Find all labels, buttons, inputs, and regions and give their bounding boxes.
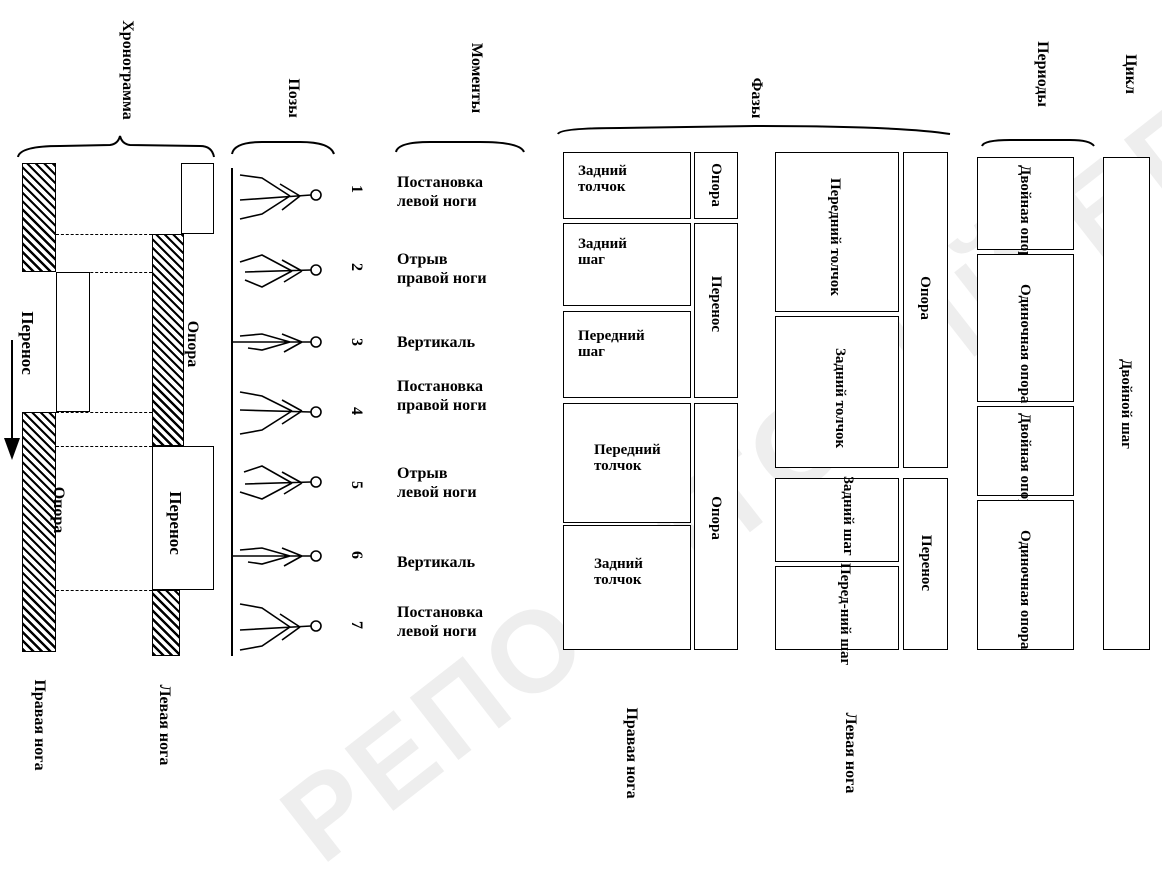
right-leg-support-2 — [22, 412, 56, 652]
phase-right-support-2 — [694, 403, 738, 650]
phase-right-support-1 — [694, 152, 738, 219]
direction-arrow — [4, 340, 20, 460]
moment-number-6: 6 — [348, 551, 365, 559]
left-leg-support — [152, 234, 184, 446]
period-double-support-1-label: Двойная опора — [1017, 165, 1033, 267]
moment-number-2: 2 — [348, 263, 365, 271]
moment-number-4: 4 — [348, 407, 365, 415]
dashed-line-2 — [56, 272, 152, 273]
gait-cycle-diagram: РЕПОЗИТОРИЙ БГУФК Хронограмма Позы Момен… — [4, 0, 1162, 886]
phase-left-rear-step-label: Задний шаг — [840, 476, 856, 556]
pose-figure-3 — [232, 333, 322, 353]
left-leg-transfer-box — [152, 446, 214, 590]
phase-left-front-push-label: Передний толчок — [827, 178, 843, 296]
phase-left-support-label: Опора — [917, 276, 933, 320]
cycle-double-step-label: Двойной шаг — [1118, 359, 1134, 449]
moment-number-3: 3 — [348, 338, 365, 346]
pose-figure-6 — [232, 547, 322, 567]
pose-figure-5 — [239, 465, 322, 500]
phase-right-support-2-label: Опора — [708, 496, 724, 540]
phase-left-transfer — [903, 478, 948, 650]
phase-right-leg-label: Правая нога — [623, 707, 640, 799]
right-leg-support-1 — [22, 163, 56, 272]
moment-number-7: 7 — [348, 621, 365, 629]
pose-figure-2 — [239, 254, 322, 288]
phase-right-rear-step: Задний шаг — [563, 223, 691, 306]
moment-number-1: 1 — [348, 185, 365, 193]
phase-left-front-push — [775, 152, 899, 312]
moment-label-6: Вертикаль — [397, 554, 476, 571]
period-single-support-2 — [977, 500, 1074, 650]
phase-left-rear-push-label: Задний толчок — [832, 348, 848, 449]
phase-left-rear-step — [775, 478, 899, 562]
dashed-line-4 — [56, 446, 152, 447]
phase-right-transfer-label: Перенос — [708, 275, 724, 333]
period-single-support-2-label: Одиночная опора — [1017, 530, 1033, 650]
phase-right-support-1-label: Опора — [708, 163, 724, 207]
phase-left-transfer-label: Перенос — [918, 534, 934, 592]
phase-left-support — [903, 152, 948, 468]
period-double-support-2-label: Двойная опора — [1017, 413, 1033, 515]
dashed-line-3 — [56, 412, 152, 413]
moment-label-3: Вертикаль — [397, 334, 476, 351]
phase-left-leg-label: Левая нога — [842, 712, 859, 794]
phase-left-front-step-label: Перед-ний шаг — [837, 563, 853, 666]
left-leg-transfer-top — [181, 163, 214, 234]
pose-figure-4 — [239, 391, 322, 435]
phase-right-front-push: Передний толчок — [563, 403, 691, 523]
cycle-double-step — [1103, 157, 1150, 650]
phase-right-front-step: Передний шаг — [563, 311, 691, 398]
dashed-line-1 — [56, 234, 152, 235]
phase-right-transfer — [694, 223, 738, 398]
poses-figures — [231, 168, 322, 656]
phase-right-rear-push-1: Задний толчок — [563, 152, 691, 219]
header-braces — [17, 124, 1095, 158]
phase-left-rear-push — [775, 316, 899, 468]
left-leg-support-bottom — [152, 590, 180, 656]
phase-right-rear-push-2: Задний толчок — [563, 525, 691, 650]
phase-left-front-step — [775, 566, 899, 650]
period-single-support-1 — [977, 254, 1074, 402]
pose-figure-7 — [239, 603, 322, 651]
period-double-support-2 — [977, 406, 1074, 496]
moment-number-5: 5 — [348, 481, 365, 489]
dashed-line-5 — [56, 590, 152, 591]
period-double-support-1 — [977, 157, 1074, 250]
period-single-support-1-label: Одиночная опора — [1017, 284, 1033, 404]
pose-figure-1 — [239, 174, 322, 220]
